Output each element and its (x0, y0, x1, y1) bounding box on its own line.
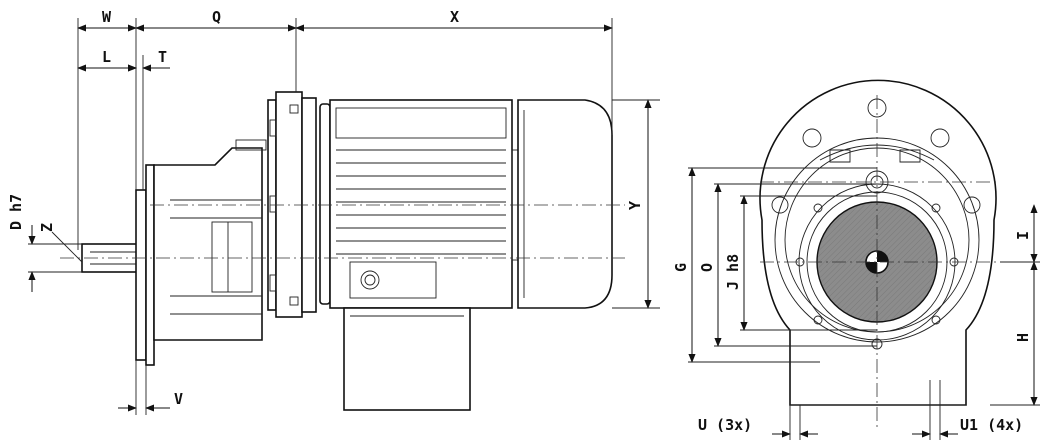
label-i: I (1014, 231, 1032, 240)
dimension-q: Q (135, 8, 297, 32)
label-x: X (450, 8, 459, 26)
dimension-z: Z (38, 223, 83, 263)
dimension-t: T (120, 48, 170, 72)
label-u: U (3x) (698, 416, 752, 434)
dimension-u1: U1 (4x) (912, 416, 1023, 438)
dimension-i: I (1014, 204, 1038, 263)
dimension-y: Y (626, 99, 652, 309)
label-d: D h7 (7, 194, 25, 230)
label-t: T (158, 48, 167, 66)
label-w: W (102, 8, 112, 26)
fan-cover (517, 99, 613, 309)
front-view: G O J h8 I H U (3x) (672, 79, 1040, 440)
label-j: J h8 (724, 254, 742, 290)
side-view: W Q X L T D h7 Z (7, 8, 660, 415)
dimension-o: O (698, 183, 722, 347)
label-y: Y (626, 201, 644, 210)
output-flange (135, 164, 155, 366)
dimension-j: J h8 (724, 195, 748, 331)
dimension-v: V (118, 390, 183, 412)
label-z: Z (38, 223, 56, 232)
label-v: V (174, 390, 183, 408)
label-g: G (672, 263, 690, 272)
motor-body (319, 99, 523, 309)
dimension-x: X (295, 8, 613, 32)
gear-housing (153, 139, 267, 341)
label-o: O (698, 263, 716, 272)
dimension-u: U (3x) (698, 416, 818, 438)
label-h: H (1014, 333, 1032, 342)
terminal-box (343, 307, 471, 411)
dimension-g: G (672, 167, 696, 363)
label-u1: U1 (4x) (960, 416, 1023, 434)
label-q: Q (212, 8, 221, 26)
motor-flange (267, 91, 317, 318)
dimension-h: H (1014, 261, 1038, 406)
dimension-d: D h7 (7, 194, 36, 292)
dimension-w: W (77, 8, 137, 32)
dimension-l: L (77, 48, 137, 72)
label-l: L (102, 48, 111, 66)
